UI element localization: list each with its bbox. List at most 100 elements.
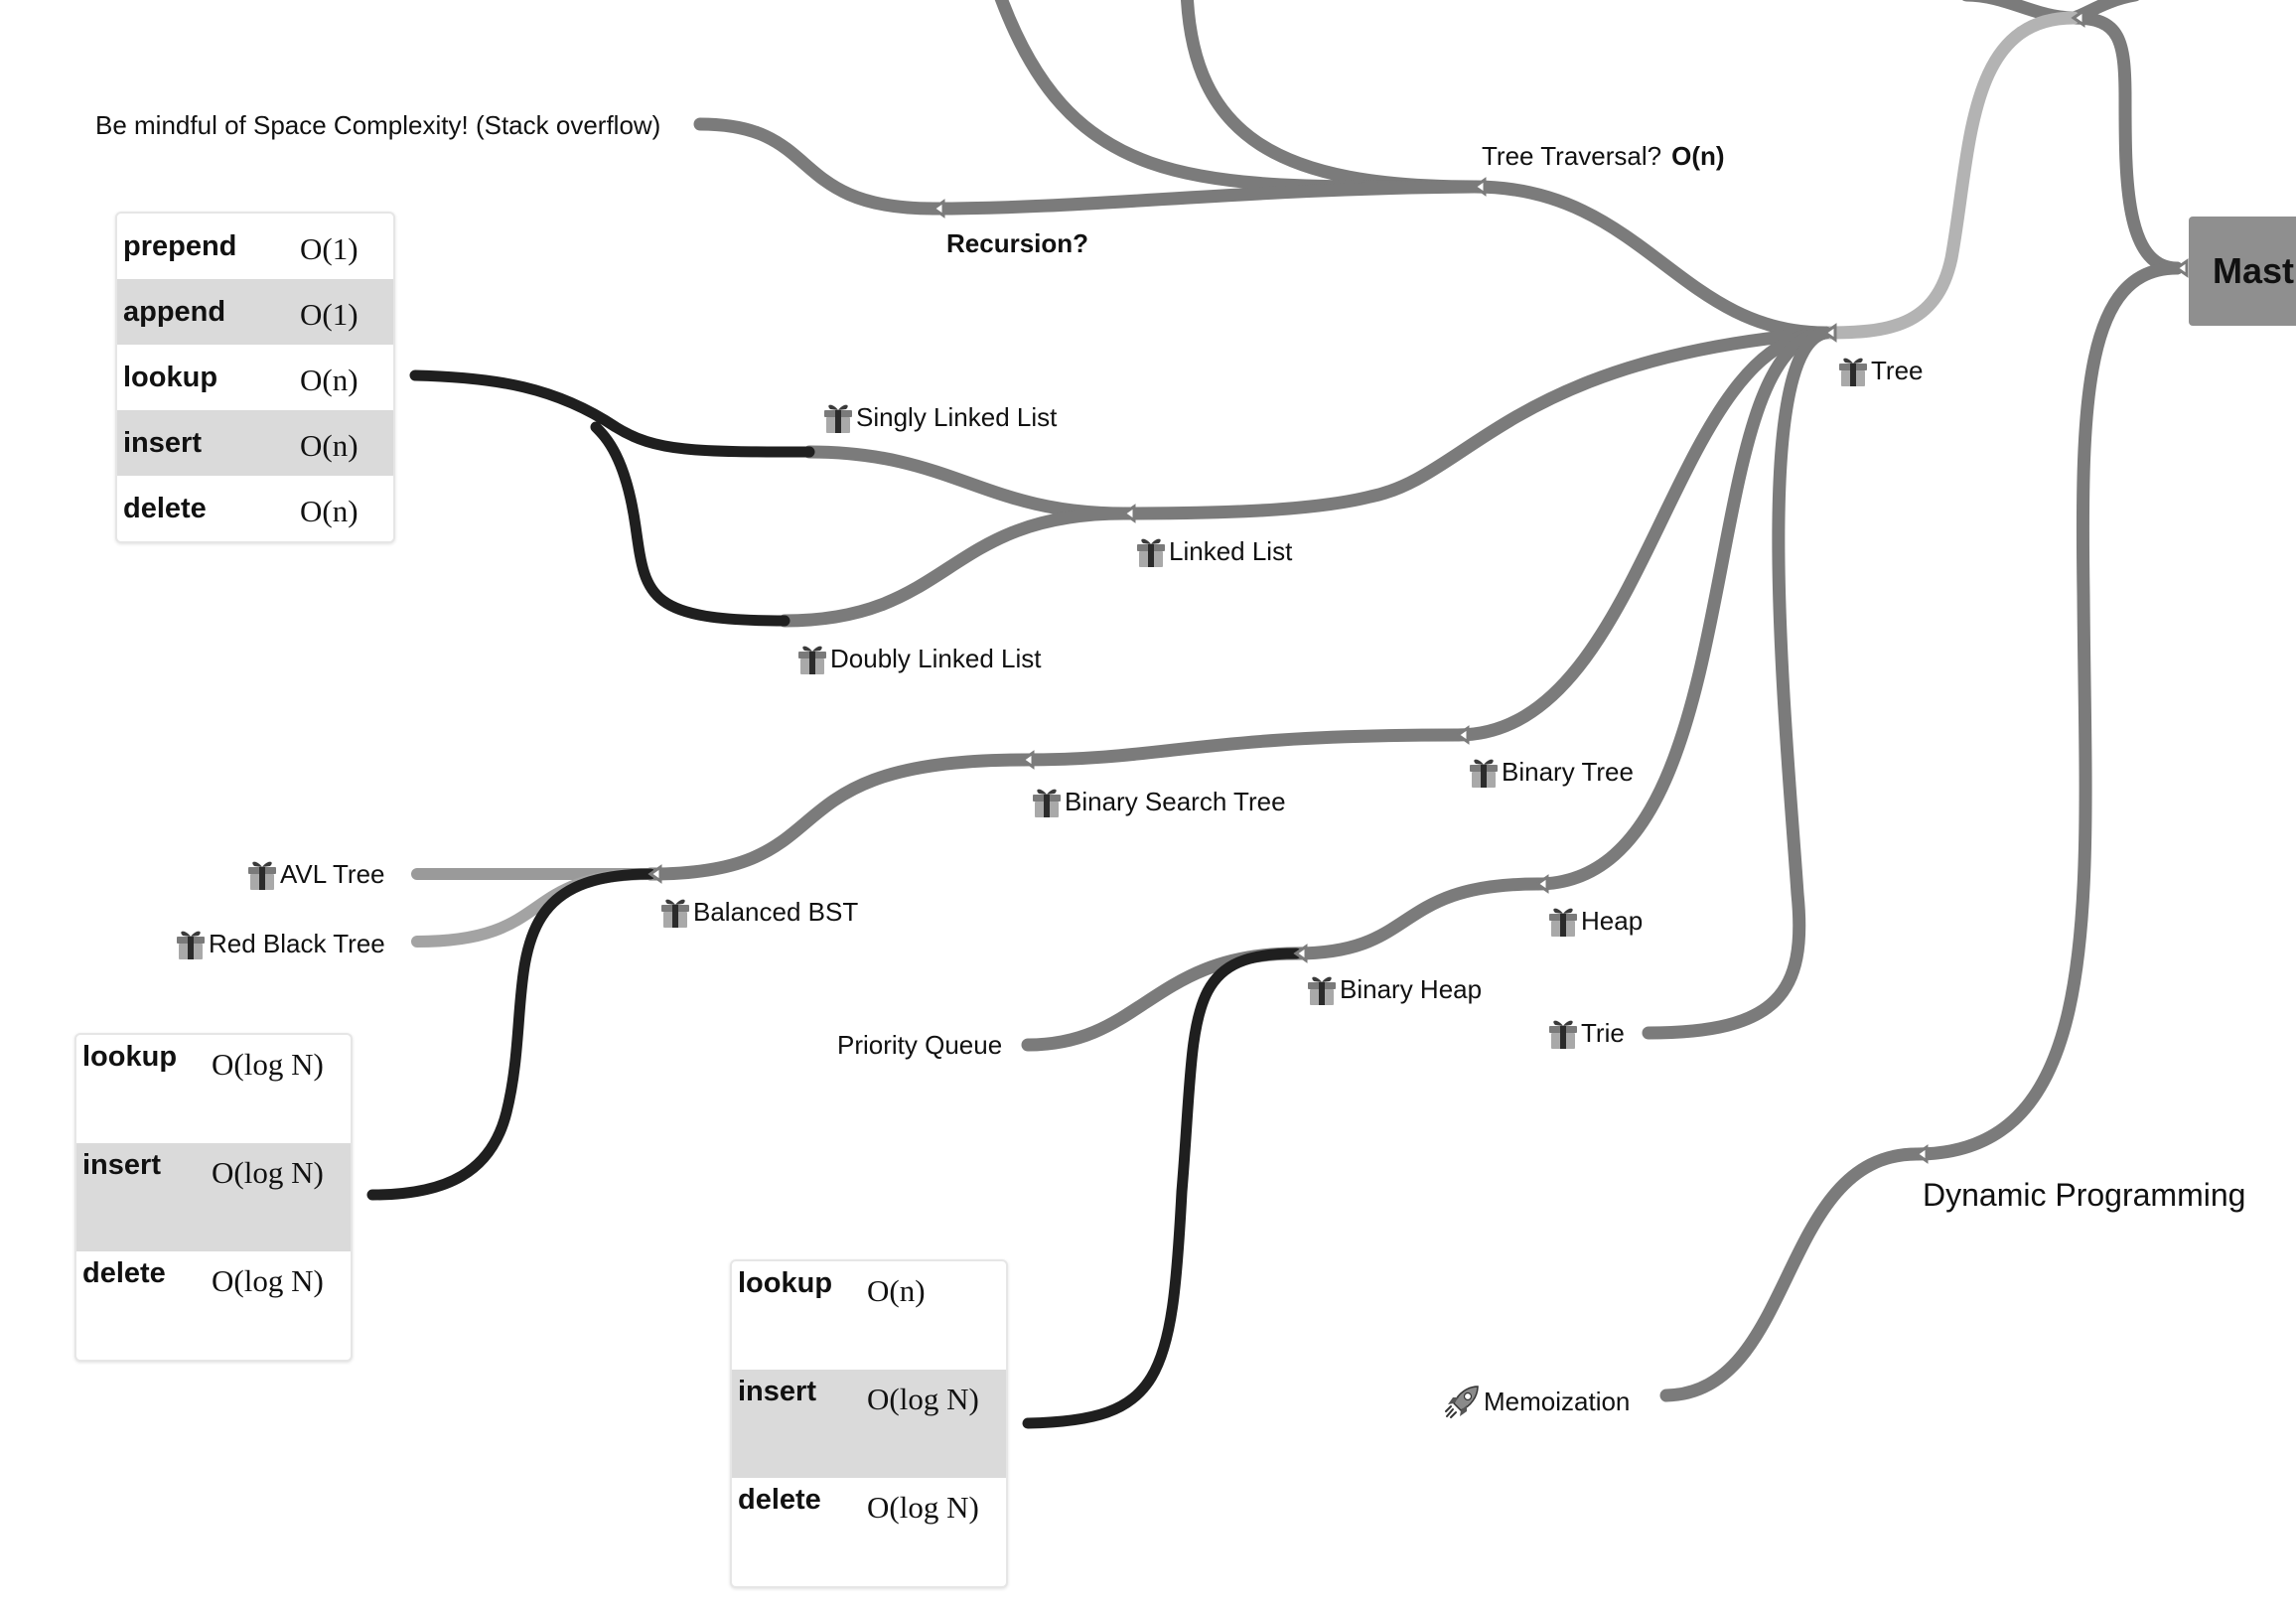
node-binary-search-tree[interactable]: Binary Search Tree bbox=[1031, 785, 1286, 818]
operation-name: delete bbox=[82, 1257, 166, 1289]
node-recursion[interactable]: Recursion? bbox=[946, 227, 1088, 259]
operation-cost: O(log N) bbox=[867, 1382, 979, 1416]
node-label: Binary Tree bbox=[1502, 757, 1634, 787]
branch-traversal-offscreen-1 bbox=[1181, 0, 1482, 194]
root-node[interactable]: Mast bbox=[2189, 217, 2296, 326]
table-row: lookup O(log N) bbox=[76, 1035, 351, 1143]
link-linked-list-table bbox=[409, 369, 815, 458]
branch-tree-to-heap bbox=[1530, 326, 1832, 891]
branch-tree-to-linked-list bbox=[1117, 326, 1832, 520]
branch-binary-tree-to-bst bbox=[1016, 728, 1465, 767]
node-label: Trie bbox=[1581, 1018, 1625, 1048]
operation-name: delete bbox=[738, 1484, 821, 1516]
node-label: Heap bbox=[1581, 906, 1644, 936]
branch-upper-to-tree bbox=[1818, 11, 2081, 340]
link-binary-heap-table bbox=[1022, 948, 1302, 1429]
joint-recursion bbox=[931, 199, 945, 219]
branch-tree-to-binary-tree bbox=[1451, 326, 1832, 742]
branch-binary-heap-to-priority-queue bbox=[1021, 947, 1303, 1052]
node-space-complexity-note[interactable]: Be mindful of Space Complexity! (Stack o… bbox=[95, 109, 660, 141]
branch-bst-to-balanced bbox=[644, 753, 1030, 881]
operation-name: lookup bbox=[82, 1041, 178, 1073]
gift-icon bbox=[246, 857, 278, 891]
node-label: Binary Heap bbox=[1340, 974, 1483, 1004]
gift-icon bbox=[1135, 534, 1167, 568]
operation-name: insert bbox=[123, 426, 202, 459]
table-row: delete O(log N) bbox=[732, 1478, 1006, 1586]
joint-binary-tree bbox=[1455, 725, 1470, 745]
joint-linked-list bbox=[1121, 504, 1136, 523]
branch-joints bbox=[647, 8, 2189, 1164]
joint-binary-heap bbox=[1293, 944, 1308, 963]
node-trie[interactable]: Trie bbox=[1547, 1016, 1625, 1050]
node-label: Memoization bbox=[1484, 1387, 1631, 1416]
node-label: Balanced BST bbox=[693, 897, 859, 927]
operation-name: delete bbox=[123, 492, 207, 524]
node-doubly-linked-list[interactable]: Doubly Linked List bbox=[796, 642, 1041, 675]
link-balanced-bst-table bbox=[366, 868, 656, 1201]
node-label: Tree bbox=[1871, 356, 1924, 385]
node-heap[interactable]: Heap bbox=[1547, 904, 1643, 938]
operation-name: lookup bbox=[738, 1267, 833, 1299]
table-row: insert O(log N) bbox=[732, 1370, 1006, 1478]
node-balanced-bst[interactable]: Balanced BST bbox=[659, 895, 858, 929]
branch-master-to-upper bbox=[2067, 11, 2184, 275]
branch-linked-list-to-doubly bbox=[778, 507, 1131, 628]
branch-tree-to-trie bbox=[1642, 326, 1832, 1040]
gift-icon bbox=[1547, 904, 1579, 938]
node-dynamic-programming[interactable]: Dynamic Programming bbox=[1923, 1179, 2245, 1211]
branch-dp-to-memoization bbox=[1659, 1147, 1924, 1402]
node-binary-heap[interactable]: Binary Heap bbox=[1306, 972, 1482, 1006]
gift-icon bbox=[1306, 972, 1338, 1006]
node-label: Binary Search Tree bbox=[1065, 787, 1286, 816]
branch-master-to-dp bbox=[1910, 261, 2184, 1161]
gift-icon bbox=[1547, 1016, 1579, 1050]
joint-dp bbox=[1914, 1144, 1929, 1164]
joint-traversal bbox=[1472, 177, 1487, 197]
operation-cost: O(n) bbox=[867, 1273, 926, 1308]
table-row: prepend O(1) bbox=[117, 214, 393, 279]
branch-traversal-offscreen-2 bbox=[994, 0, 1482, 194]
operation-cost: O(log N) bbox=[212, 1263, 324, 1298]
node-label: Linked List bbox=[1169, 536, 1293, 566]
gift-icon bbox=[1468, 755, 1500, 789]
linked-list-complexity-table: prepend O(1) append O(1) lookup O(n) ins… bbox=[115, 212, 395, 543]
node-tree-traversal[interactable]: Tree Traversal? O(n) bbox=[1482, 140, 1725, 172]
node-avl-tree[interactable]: AVL Tree bbox=[246, 857, 385, 891]
node-binary-tree[interactable]: Binary Tree bbox=[1468, 755, 1634, 789]
node-label: Priority Queue bbox=[837, 1030, 1003, 1060]
operation-cost: O(n) bbox=[300, 494, 359, 528]
gift-icon bbox=[175, 927, 207, 960]
gift-icon bbox=[1031, 785, 1063, 818]
operation-cost: O(1) bbox=[300, 231, 359, 266]
node-linked-list[interactable]: Linked List bbox=[1135, 534, 1292, 568]
node-tree[interactable]: Tree bbox=[1837, 354, 1924, 387]
table-row: delete O(log N) bbox=[76, 1251, 351, 1360]
node-memoization[interactable]: Memoization bbox=[1444, 1384, 1630, 1419]
rocket-icon bbox=[1444, 1384, 1482, 1419]
table-row: insert O(n) bbox=[117, 410, 393, 476]
node-red-black-tree[interactable]: Red Black Tree bbox=[175, 927, 385, 960]
node-label: Recursion? bbox=[946, 228, 1089, 258]
table-row: delete O(n) bbox=[117, 476, 393, 541]
gift-icon bbox=[822, 400, 854, 434]
joint-bst bbox=[1020, 750, 1035, 770]
branch-traversal-to-recursion bbox=[927, 180, 1482, 216]
node-label: AVL Tree bbox=[280, 859, 385, 889]
branch-linked-list-to-singly bbox=[802, 445, 1131, 520]
table-row: insert O(log N) bbox=[76, 1143, 351, 1251]
branch-recursion-to-space-note bbox=[693, 117, 940, 216]
balanced-bst-complexity-table: lookup O(log N) insert O(log N) delete O… bbox=[74, 1033, 353, 1362]
link-doubly-to-table bbox=[590, 421, 790, 627]
gift-icon bbox=[796, 642, 828, 675]
node-priority-queue[interactable]: Priority Queue bbox=[837, 1029, 1002, 1061]
node-label: Singly Linked List bbox=[856, 402, 1058, 432]
table-row: lookup O(n) bbox=[117, 345, 393, 410]
node-label: Tree Traversal? bbox=[1482, 141, 1662, 171]
node-singly-linked-list[interactable]: Singly Linked List bbox=[822, 400, 1057, 434]
joint-master bbox=[2174, 258, 2189, 278]
operation-cost: O(n) bbox=[300, 363, 359, 397]
operation-cost: O(log N) bbox=[867, 1490, 979, 1525]
